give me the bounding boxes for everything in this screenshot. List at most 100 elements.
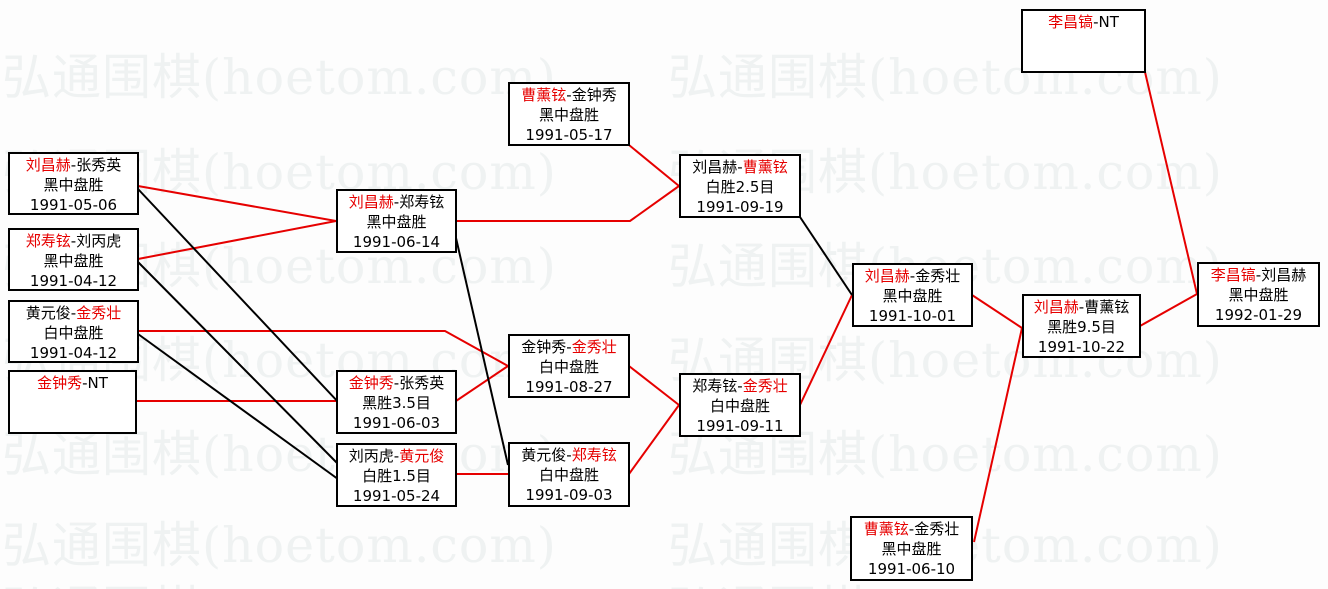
player-name: 金钟秀	[521, 338, 567, 356]
player-separator: -	[566, 86, 572, 104]
match-players: 李昌镐-刘昌赫	[1199, 265, 1318, 285]
match-result: 白胜1.5目	[362, 467, 431, 485]
match-date: 1991-05-06	[29, 196, 118, 214]
match-box: 刘昌赫-张秀英黑中盘胜 1991-05-06	[8, 152, 139, 215]
bracket-line-red	[628, 404, 680, 475]
match-box: 李昌镐-NT	[1021, 9, 1146, 73]
player-name-winner: 曹薰铉	[742, 158, 788, 176]
bracket-line-black	[137, 188, 341, 405]
bracket-line-red	[136, 330, 509, 367]
bracket-line-red	[628, 144, 680, 187]
match-result: 黑中盘胜	[881, 540, 942, 558]
match-result: 白中盘胜	[538, 358, 599, 376]
match-result: 黑中盘胜	[538, 106, 599, 124]
match-result: 黑胜3.5目	[362, 394, 431, 412]
match-date: 1991-04-12	[29, 344, 118, 362]
match-players: 金钟秀-张秀英	[338, 373, 455, 393]
player-name: 黄元俊	[521, 446, 567, 464]
match-result	[10, 393, 135, 413]
bracket-line-red	[628, 365, 680, 406]
bracket-line-red	[971, 294, 1023, 329]
player-name: 郑寿铉	[692, 377, 738, 395]
player-name-winner: 金秀壮	[571, 338, 617, 356]
match-date: 1991-09-19	[696, 198, 784, 216]
bracket-line-black	[137, 333, 343, 483]
match-box: 金钟秀-NT	[8, 370, 137, 434]
match-box: 刘丙虎-黄元俊白胜1.5目 1991-05-24	[336, 443, 457, 507]
match-players: 郑寿铉-金秀壮	[681, 376, 799, 396]
player-separator: -	[908, 520, 915, 538]
player-separator: -	[737, 158, 743, 176]
match-players: 刘昌赫-金秀壮	[854, 266, 971, 286]
match-players: 郑寿铉-刘丙虎	[10, 231, 137, 251]
player-name-winner: 金秀壮	[742, 377, 788, 395]
match-result: 白胜2.5目	[705, 178, 775, 196]
match-players: 曹薰铉-金钟秀	[510, 85, 628, 105]
player-name-winner: 曹薰铉	[863, 520, 909, 538]
player-name: NT	[1098, 13, 1119, 31]
player-name: 曹薰铉	[1084, 298, 1130, 316]
player-name: NT	[87, 374, 108, 392]
match-box: 金钟秀-张秀英黑胜3.5目 1991-06-03	[336, 370, 457, 434]
match-date: 1992-01-29	[1214, 306, 1303, 324]
bracket-line-red	[799, 294, 853, 406]
player-name: 黄元俊	[25, 304, 71, 322]
player-name-winner: 李昌镐	[1210, 266, 1256, 284]
player-separator: -	[909, 267, 916, 285]
player-name-winner: 刘昌赫	[864, 267, 910, 285]
match-date	[1023, 52, 1144, 72]
player-name: 刘昌赫	[1261, 266, 1307, 284]
match-date: 1991-05-17	[525, 126, 613, 144]
match-result: 黑中盘胜	[882, 287, 943, 305]
player-name-winner: 刘昌赫	[1033, 298, 1079, 316]
player-separator: -	[1093, 13, 1099, 31]
player-name: 金钟秀	[571, 86, 617, 104]
match-players: 曹薰铉-金秀壮	[852, 519, 971, 539]
match-box: 郑寿铉-金秀壮白中盘胜 1991-09-11	[679, 373, 801, 437]
player-name-winner: 刘昌赫	[348, 193, 394, 211]
player-name: 刘丙虎	[76, 232, 122, 250]
match-date: 1991-06-10	[867, 560, 956, 578]
match-date: 1991-08-27	[525, 378, 613, 396]
player-name-winner: 李昌镐	[1048, 13, 1094, 31]
player-name: 郑寿铉	[399, 193, 445, 211]
player-name: 张秀英	[76, 156, 122, 174]
player-name-winner: 金钟秀	[37, 374, 83, 392]
match-date: 1991-06-14	[352, 233, 441, 251]
match-date: 1991-10-22	[1037, 338, 1126, 356]
player-name-winner: 曹薰铉	[521, 86, 567, 104]
player-name: 张秀英	[399, 374, 445, 392]
match-players: 金钟秀-金秀壮	[510, 337, 628, 357]
bracket-line-red	[973, 327, 1023, 543]
player-name: 金秀壮	[915, 267, 961, 285]
match-players: 刘丙虎-黄元俊	[338, 446, 455, 466]
match-players: 李昌镐-NT	[1023, 12, 1144, 32]
match-players: 黄元俊-金秀壮	[10, 303, 137, 323]
match-date: 1991-05-24	[352, 487, 441, 505]
match-result: 白中盘胜	[538, 466, 599, 484]
match-players: 刘昌赫-张秀英	[10, 155, 137, 175]
bracket-line-red	[1139, 293, 1198, 327]
match-result: 白中盘胜	[709, 397, 770, 415]
player-name-winner: 郑寿铉	[25, 232, 71, 250]
player-separator: -	[70, 156, 77, 174]
player-separator: -	[393, 193, 400, 211]
match-result: 黑中盘胜	[43, 252, 104, 270]
match-date: 1991-06-03	[352, 414, 441, 432]
bracket-line-black	[137, 261, 343, 469]
match-result: 黑中盘胜	[1228, 286, 1289, 304]
match-date: 1991-04-12	[29, 272, 118, 290]
bracket-line-red	[137, 220, 337, 260]
match-date	[10, 413, 135, 433]
bracket-line-black	[799, 216, 853, 296]
bracket-line-red	[456, 185, 680, 222]
match-players: 刘昌赫-郑寿铉	[338, 192, 455, 212]
match-date: 1991-09-11	[696, 417, 784, 435]
match-result: 黑中盘胜	[43, 176, 104, 194]
match-result: 黑胜9.5目	[1047, 318, 1116, 336]
